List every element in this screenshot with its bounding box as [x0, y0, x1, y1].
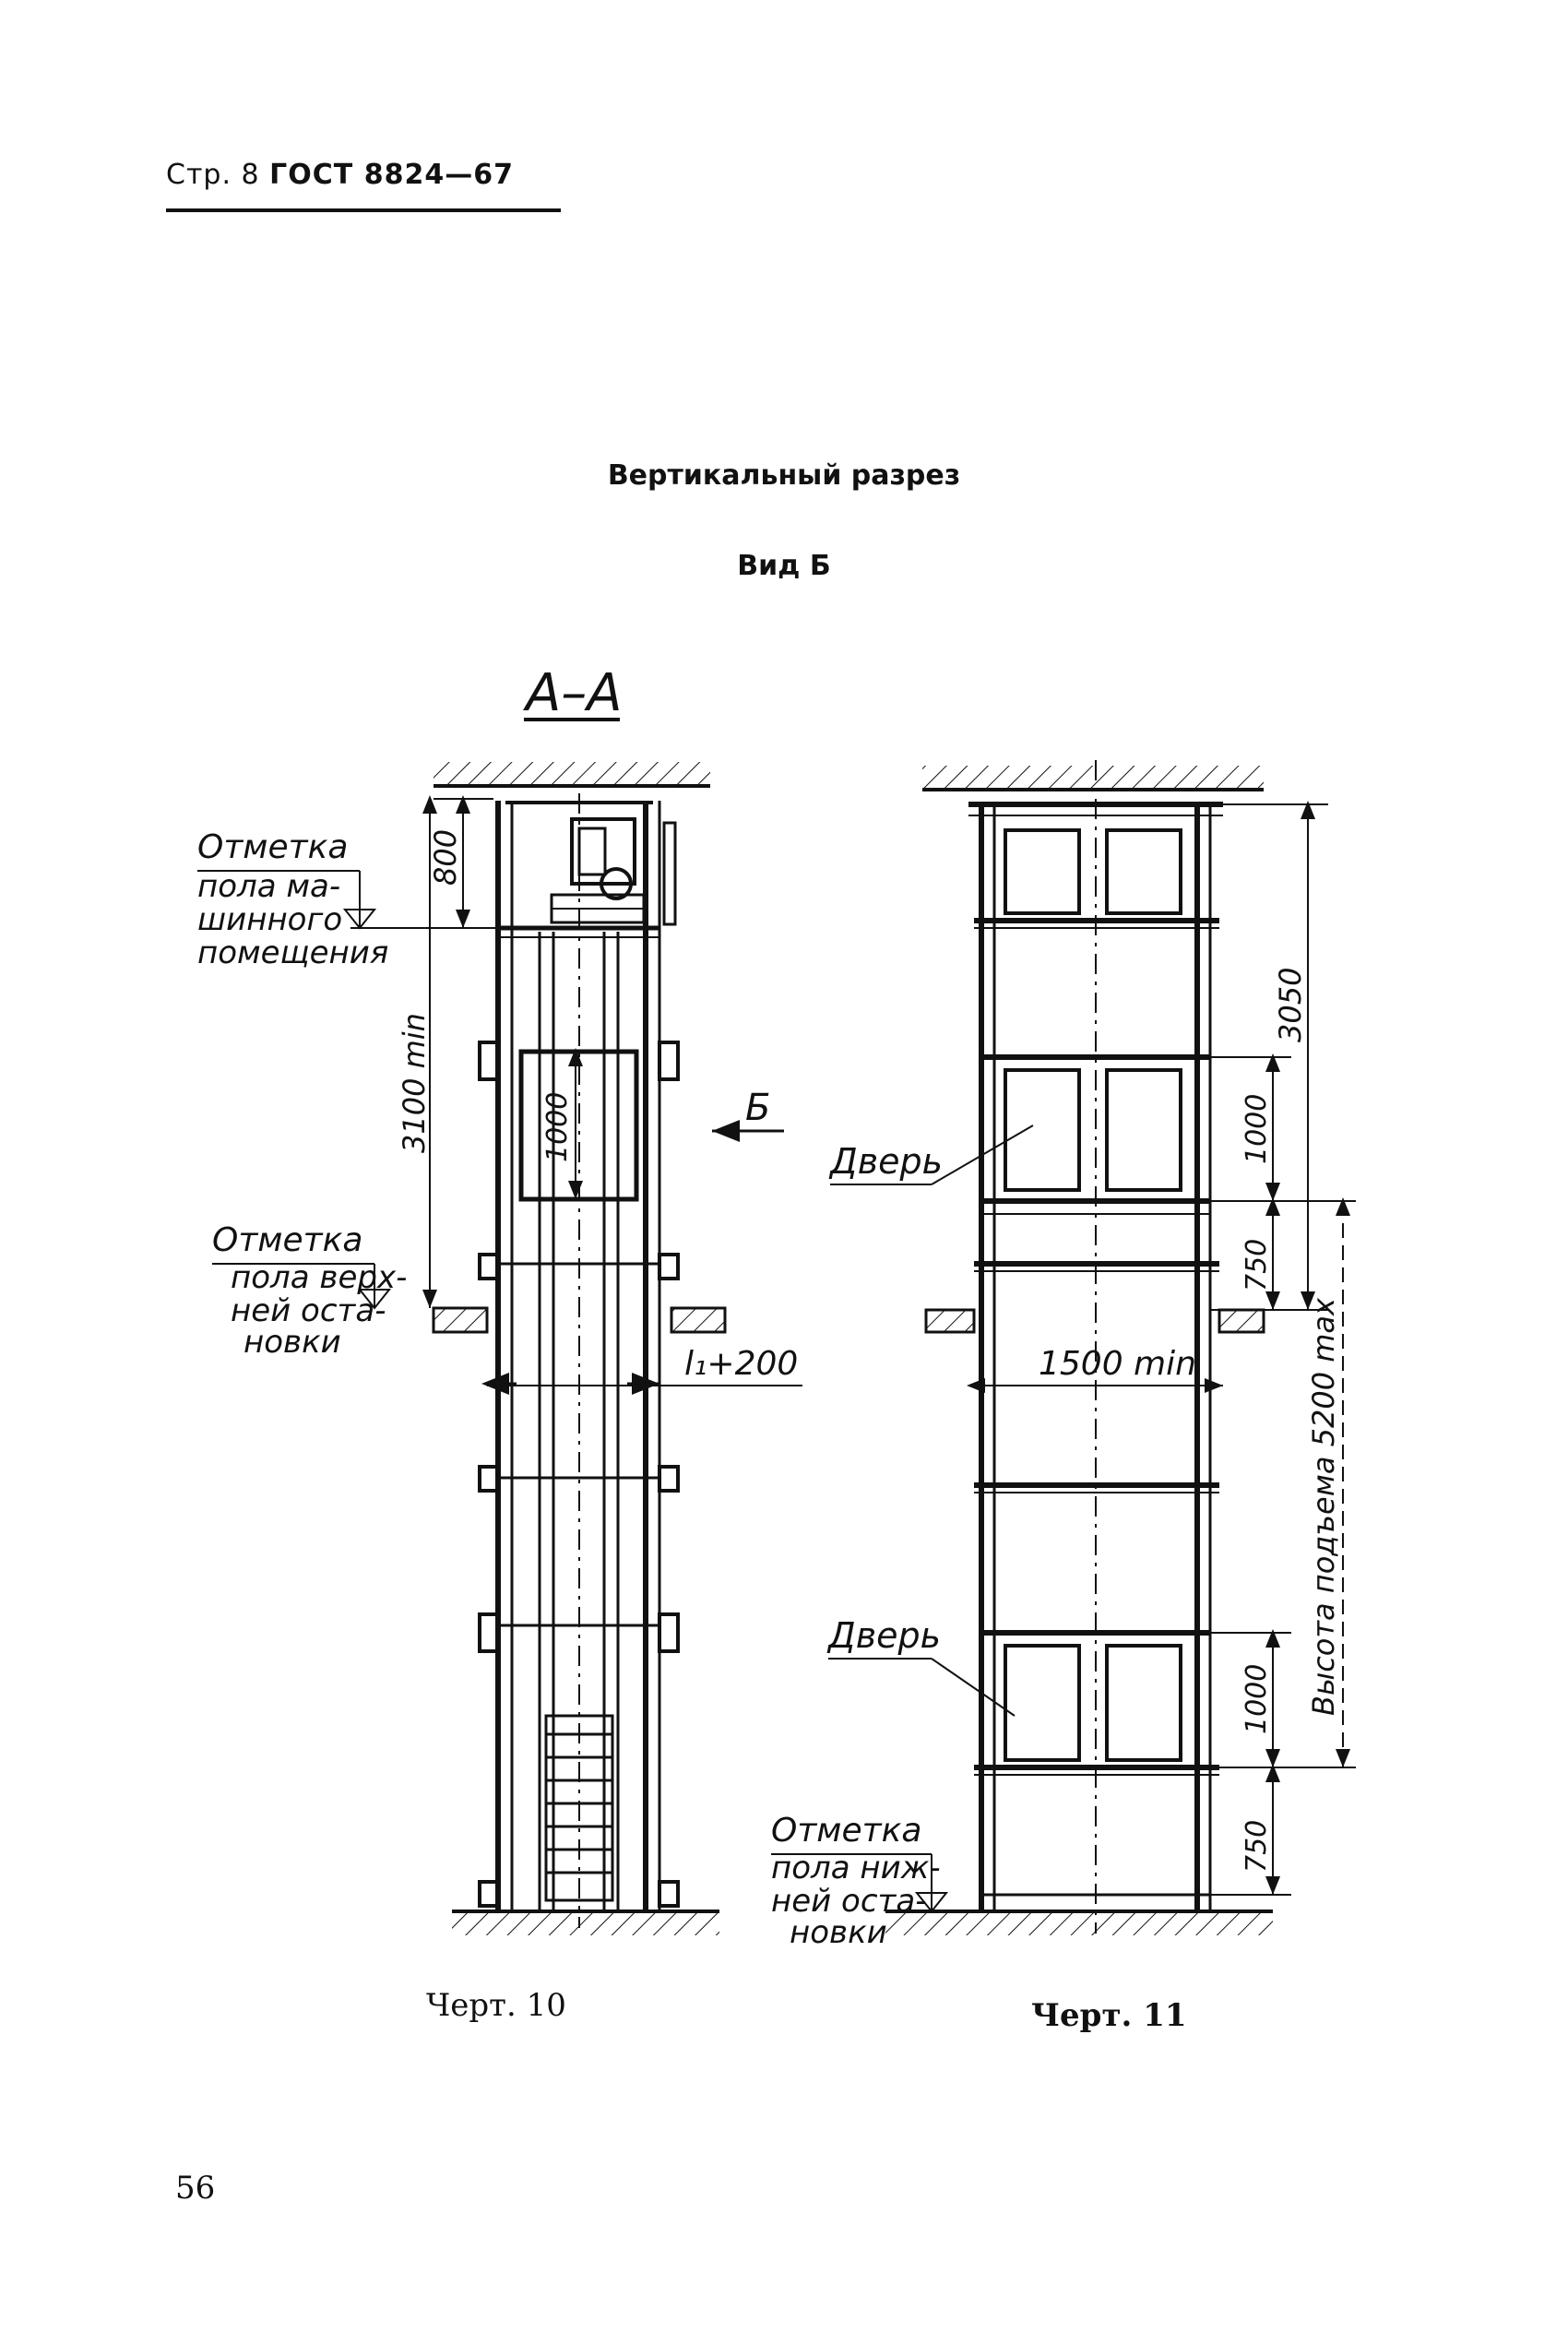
svg-text:Отметка: Отметка	[771, 1812, 921, 1850]
fig10-dim-3100: 3100 min	[397, 1013, 432, 1153]
svg-text:шинного: шинного	[197, 901, 342, 938]
fig11-caption: Черт. 11	[1031, 1997, 1187, 2034]
fig10-dim-l1: l₁+200	[684, 1345, 798, 1383]
fig10-dim-800: 800	[428, 829, 463, 886]
figure-11: Дверь Дверь 1500 min 3050 1000 750 Высот…	[771, 760, 1356, 2034]
svg-text:новки: новки	[244, 1324, 341, 1361]
fig11-door-bottom-label: Дверь	[826, 1615, 941, 1656]
header-rule	[166, 208, 561, 212]
fig11-dim-1500: 1500 min	[1039, 1345, 1196, 1383]
fig11-dim-5200: Высота подъема 5200 max	[1306, 1297, 1341, 1716]
fig11-door-top	[1004, 828, 1182, 1192]
svg-text:ней оста-: ней оста-	[771, 1883, 926, 1920]
fig11-top-slab	[922, 766, 1264, 790]
fig11-dim-3050: 3050	[1273, 968, 1308, 1042]
figure-10: А–А	[197, 663, 802, 2024]
fig10-counterweight	[544, 1714, 614, 1902]
fig10-caption: Черт. 10	[426, 1987, 566, 2024]
fig11-door-bottom	[1004, 1644, 1182, 1762]
fig10-bottom-slab	[452, 1911, 719, 1935]
svg-text:новки: новки	[790, 1914, 887, 1951]
svg-text:пола ниж-: пола ниж-	[771, 1850, 941, 1886]
fig11-dim-750-bottom: 750	[1241, 1820, 1273, 1873]
header-standard: ГОСТ 8824—67	[269, 159, 514, 191]
fig10-top-mark: Отметка пола ма- шинного помещения	[197, 828, 498, 971]
svg-text:Отметка: Отметка	[197, 828, 348, 866]
fig11-door-top-label: Дверь	[828, 1141, 943, 1182]
svg-text:ней оста-: ней оста-	[231, 1292, 386, 1329]
fig10-top-slab	[434, 762, 710, 786]
fig10-section-label: А–А	[523, 663, 623, 723]
fig11-bottom-mark: Отметка пола ниж- ней оста- новки	[771, 1812, 949, 1951]
fig10-upper-mark: Отметка пола верх- ней оста- новки	[212, 1221, 407, 1361]
svg-text:Отметка: Отметка	[212, 1221, 362, 1259]
svg-text:пола ма-: пола ма-	[197, 868, 340, 905]
svg-text:помещения: помещения	[197, 934, 388, 971]
fig10-dim-1000: 1000	[541, 1092, 574, 1162]
page-header: Стр. 8 ГОСТ 8824—67	[166, 159, 514, 191]
fig11-dim-1000-top: 1000	[1241, 1094, 1273, 1164]
fig11-bottom-slab	[885, 1911, 1273, 1935]
fig10-view-arrow-label: Б	[745, 1087, 770, 1129]
fig11-dim-750-top: 750	[1241, 1239, 1273, 1291]
page-number: 56	[175, 2170, 216, 2207]
fig10-winch-drum	[600, 867, 633, 900]
main-title: Вертикальный разрез	[607, 459, 961, 492]
header-page-prefix: Стр. 8	[166, 159, 260, 191]
view-title: Вид Б	[737, 550, 831, 582]
fig11-dim-1000-bottom: 1000	[1241, 1664, 1273, 1734]
